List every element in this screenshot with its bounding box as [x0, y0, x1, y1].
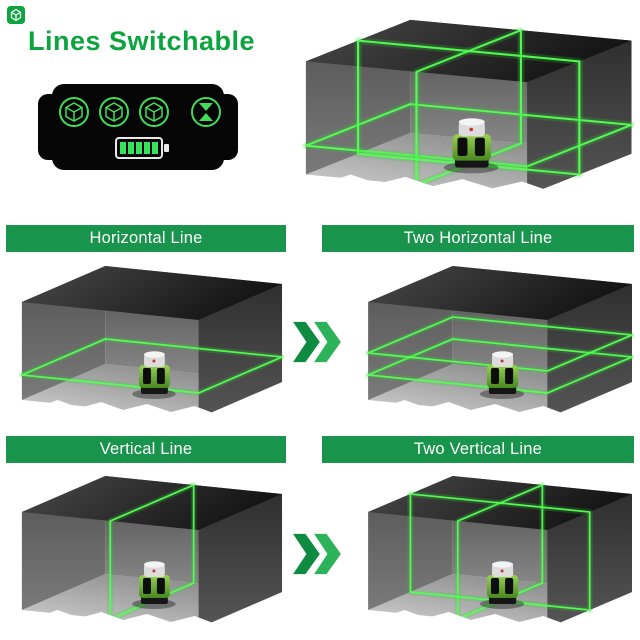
pulse-mode-icon — [191, 97, 221, 127]
header-label: Two Vertical Line — [413, 440, 543, 458]
room-illustration-two-horizontal-line — [352, 266, 634, 429]
laser-mode-icon-1 — [59, 97, 89, 127]
room-illustration-all-lines — [286, 19, 634, 208]
page-title: Lines Switchable — [28, 26, 256, 56]
brand-logo-icon — [7, 6, 25, 24]
room-illustration-horizontal-line — [6, 266, 284, 429]
laser-level-device — [479, 351, 525, 399]
transition-arrow-icon — [293, 533, 341, 575]
laser-level-device — [479, 561, 525, 609]
room-illustration-vertical-line — [6, 476, 284, 639]
header-two-horizontal-line: Two Horizontal Line — [322, 225, 634, 252]
header-horizontal-line: Horizontal Line — [6, 225, 286, 252]
transition-arrow-icon — [293, 321, 341, 363]
header-label: Vertical Line — [99, 440, 193, 458]
laser-level-device — [132, 351, 176, 399]
room-illustration-two-vertical-line — [352, 476, 634, 639]
header-label: Two Horizontal Line — [403, 229, 553, 247]
laser-level-device — [443, 118, 499, 174]
battery-indicator-icon — [115, 137, 169, 159]
remote-control-graphic — [38, 84, 238, 170]
header-vertical-line: Vertical Line — [6, 436, 286, 463]
laser-mode-icon-3 — [139, 97, 169, 127]
header-two-vertical-line: Two Vertical Line — [322, 436, 634, 463]
laser-mode-icon-2 — [99, 97, 129, 127]
header-label: Horizontal Line — [89, 229, 203, 247]
laser-level-device — [132, 561, 176, 609]
